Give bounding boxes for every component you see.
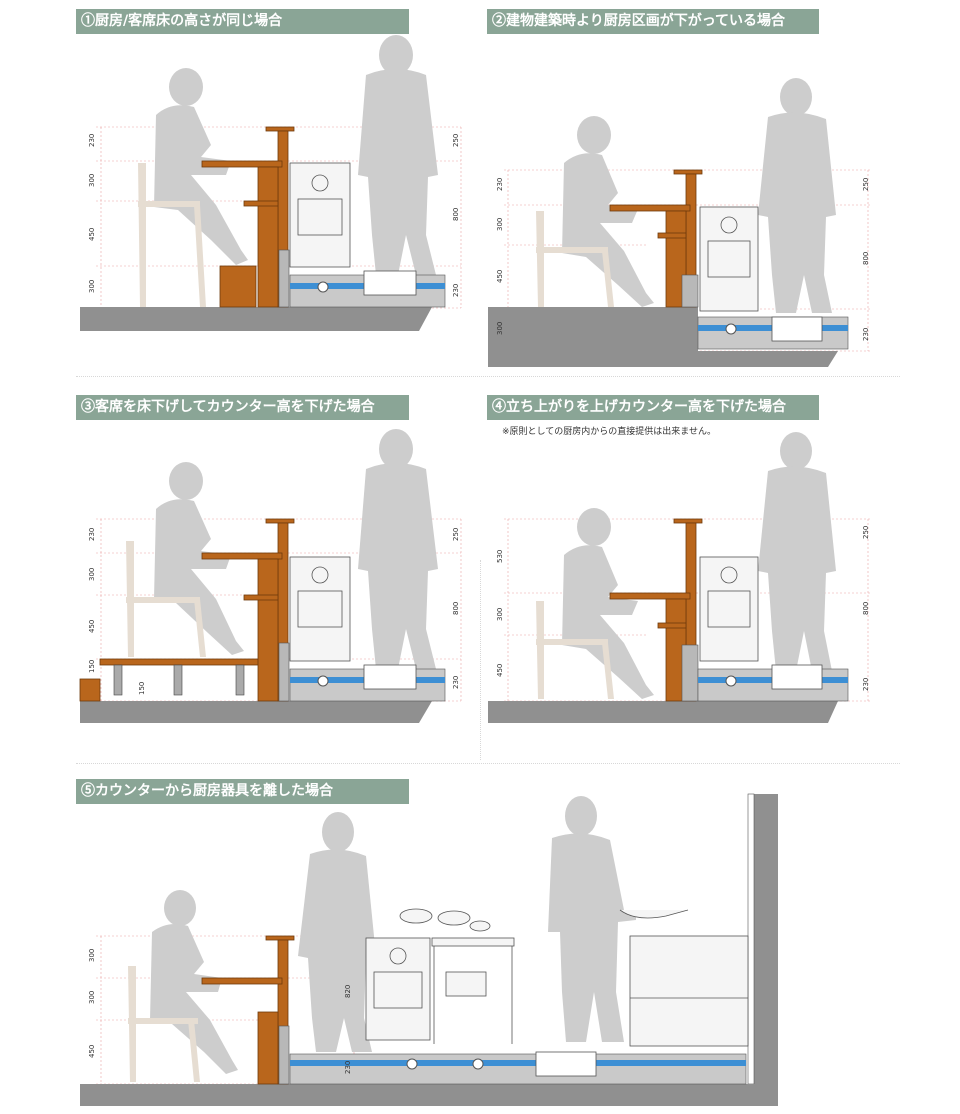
dim-label: 800 (452, 208, 460, 221)
dim-label: 300 (88, 991, 96, 1004)
dim-label: 300 (88, 568, 96, 581)
section-5-title: ⑤カウンターから厨房器具を離した場合 (76, 779, 409, 804)
dim-label: 230 (496, 178, 504, 191)
dim-label: 230 (862, 328, 870, 341)
separator (76, 376, 900, 377)
dim-label: 250 (862, 178, 870, 191)
dim-label: 800 (452, 602, 460, 615)
section-4-title: ④立ち上がりを上げカウンター高を下げた場合 (487, 395, 819, 420)
dim-label: 450 (496, 270, 504, 283)
section-4-diagram: 530 300 450 250 800 230 (488, 432, 872, 723)
section-3-title: ③客席を床下げしてカウンター高を下げた場合 (76, 395, 409, 420)
section-2-title: ②建物建築時より厨房区画が下がっている場合 (487, 9, 819, 34)
dim-label: 450 (496, 664, 504, 677)
dim-label: 300 (88, 174, 96, 187)
dim-label: 230 (88, 528, 96, 541)
section-1-title: ①厨房/客席床の高さが同じ場合 (76, 9, 409, 34)
dim-label: 300 (88, 280, 96, 293)
separator (480, 560, 481, 760)
dim-label: 230 (862, 678, 870, 691)
dim-label: 250 (452, 528, 460, 541)
dim-label: 250 (862, 526, 870, 539)
dim-label: 230 (344, 1061, 352, 1074)
dim-label: 300 (496, 322, 504, 335)
dim-label: 250 (452, 134, 460, 147)
dim-label: 800 (862, 252, 870, 265)
dim-label: 300 (496, 608, 504, 621)
section-3-diagram: 230 300 450 150 150 250 800 230 (79, 429, 462, 723)
dim-label: 820 (344, 985, 352, 998)
dim-label: 450 (88, 1045, 96, 1058)
dim-label: 230 (452, 284, 460, 297)
dim-label: 530 (496, 550, 504, 563)
dim-label: 230 (88, 134, 96, 147)
dim-label: 450 (88, 228, 96, 241)
separator (76, 763, 900, 764)
dim-label: 150 (88, 660, 96, 673)
dim-label: 230 (452, 676, 460, 689)
dim-label: 300 (88, 949, 96, 962)
section-4-note: ※原則としての厨房内からの直接提供は出来ません。 (502, 427, 717, 437)
section-2-diagram: 230 300 450 300 250 800 230 (488, 78, 872, 367)
dim-label: 300 (496, 218, 504, 231)
dim-label: 450 (88, 620, 96, 633)
section-5-diagram: 300 300 450 820 230 (80, 793, 778, 1106)
section-1-diagram: 230 300 450 300 250 800 230 (80, 35, 462, 331)
dim-label: 800 (862, 602, 870, 615)
dim-label: 150 (138, 682, 146, 695)
